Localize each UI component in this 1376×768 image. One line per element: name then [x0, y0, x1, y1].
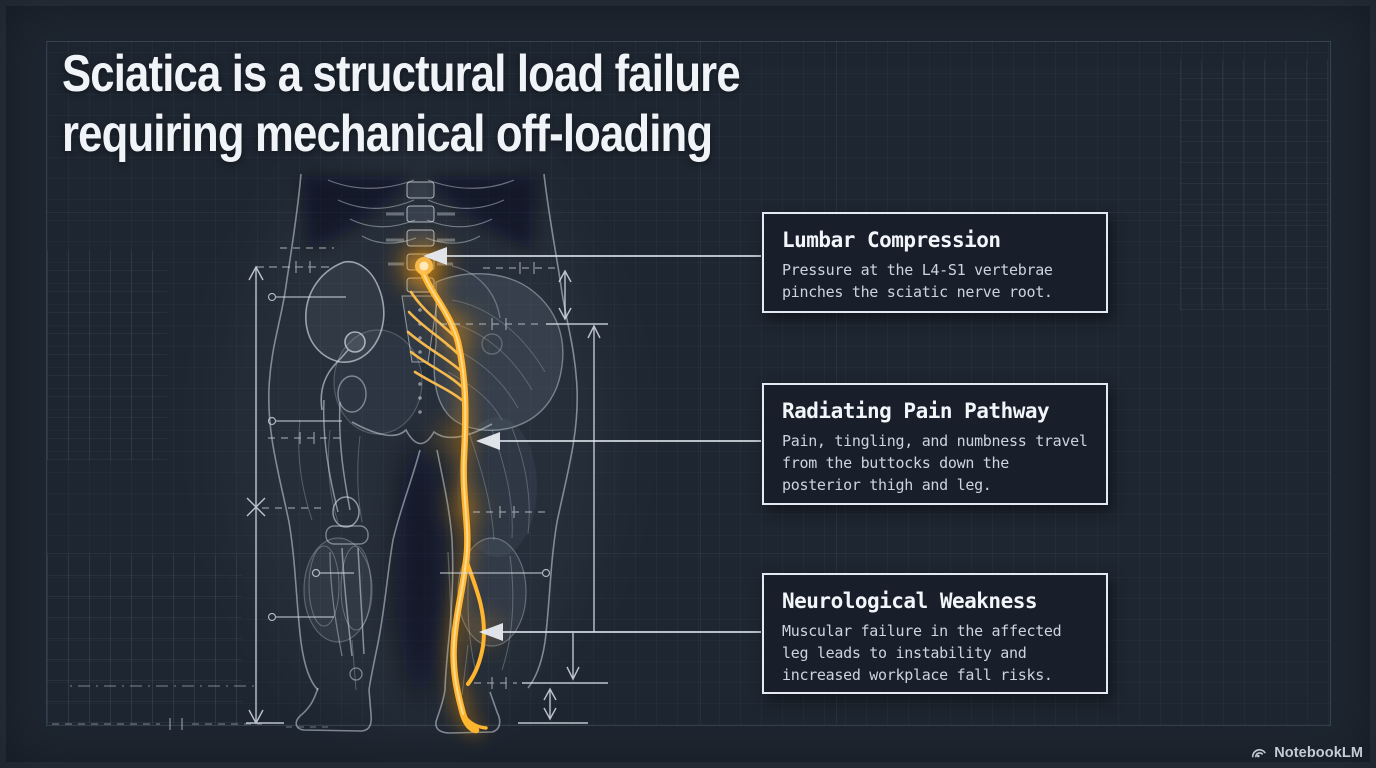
callout-radiating-pain-pathway: Radiating Pain Pathway Pain, tingling, a… — [762, 383, 1108, 505]
anatomy-figure — [225, 135, 615, 738]
leader-line-pain-pathway — [476, 432, 761, 450]
leader-line-lumbar — [423, 247, 761, 265]
tick-marks — [52, 247, 558, 730]
callout-leader-lines — [423, 247, 761, 641]
grid-accent-line — [46, 212, 1329, 213]
leader-line-weakness — [479, 623, 761, 641]
callout-lumbar-compression: Lumbar Compression Pressure at the L4-S1… — [762, 212, 1108, 313]
sciatic-nerve-path — [406, 257, 488, 734]
grid-patch — [1180, 60, 1329, 310]
callout-neurological-weakness: Neurological Weakness Muscular failure i… — [762, 573, 1108, 694]
xray-ambient-glow — [225, 135, 615, 725]
callout-title: Neurological Weakness — [782, 589, 1038, 613]
notebooklm-logo-icon — [1252, 749, 1266, 758]
leader-arrow-icon — [476, 432, 500, 450]
callout-body: Pressure at the L4-S1 vertebrae pinches … — [782, 261, 1053, 301]
brand-label: NotebookLM — [1274, 745, 1363, 761]
leader-arrow-icon — [479, 623, 503, 641]
callout-title: Radiating Pain Pathway — [782, 399, 1050, 423]
circle-leader-lines — [267, 292, 551, 622]
inner-dimension-arrows — [518, 269, 608, 724]
page-title-line-2: requiring mechanical off-loading — [62, 105, 713, 163]
nerve-rootlets — [406, 290, 465, 403]
callout-title: Lumbar Compression — [782, 228, 1001, 252]
callout-body: Pain, tingling, and numbness travel from… — [782, 432, 1088, 494]
grid-accent-line — [836, 41, 837, 724]
page-title-line-1: Sciatica is a structural load failure — [62, 45, 741, 103]
ribcage — [327, 179, 515, 244]
grid-accent-line — [46, 553, 1329, 554]
back-muscle-shadow-left — [302, 176, 414, 252]
pelvis-and-left-leg-bones — [305, 260, 503, 681]
between-legs-shadow — [396, 440, 444, 700]
grid-patch — [47, 555, 242, 723]
back-muscle-shadow-right — [424, 176, 538, 252]
dimension-linework — [52, 247, 761, 730]
leader-arrow-icon — [423, 247, 447, 265]
brand-footer: NotebookLM — [1250, 744, 1363, 762]
grid-patch — [47, 250, 167, 460]
page-title: Sciatica is a structural load failure re… — [62, 44, 741, 164]
callout-body: Muscular failure in the affected leg lea… — [782, 622, 1062, 684]
grid-accent-line — [700, 41, 701, 724]
glow-thigh — [441, 427, 463, 449]
musculature — [298, 273, 564, 696]
